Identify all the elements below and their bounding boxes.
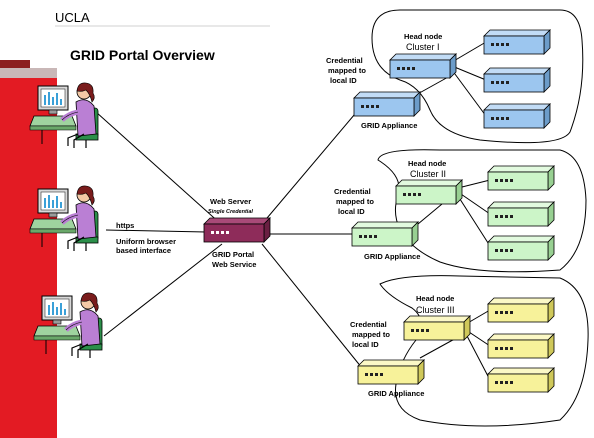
link-user2-portal xyxy=(105,229,207,233)
link-head1-node1 xyxy=(451,41,487,63)
grid-appliance-1 xyxy=(353,91,421,117)
link-head1-node3 xyxy=(451,69,487,117)
compute-node-2a xyxy=(487,165,555,191)
credential-1-line3: local ID xyxy=(330,76,357,85)
credential-3-line1: Credential xyxy=(350,320,387,329)
compute-node-3c xyxy=(487,367,555,393)
compute-node-1c xyxy=(483,103,551,129)
https-label: https xyxy=(116,221,134,230)
credential-3-line3: local ID xyxy=(352,340,379,349)
browser-interface-line1: Uniform browser xyxy=(116,237,176,246)
compute-node-2b xyxy=(487,201,555,227)
credential-1-line1: Credential xyxy=(326,56,363,65)
link-user3-portal xyxy=(103,243,223,337)
head-node-1-label: Head node xyxy=(404,32,442,41)
cluster-3-boundary xyxy=(379,275,589,427)
gray-accent-bar xyxy=(0,68,57,78)
browser-interface-line2: based interface xyxy=(116,246,171,255)
head-node-2 xyxy=(395,179,463,205)
grid-appliance-2 xyxy=(351,221,419,247)
link-head2-node3 xyxy=(457,195,491,247)
compute-node-1a xyxy=(483,29,551,55)
grid-appliance-1-label: GRID Appliance xyxy=(361,121,417,130)
credential-1-line2: mapped to xyxy=(328,66,366,75)
red-sidebar-bar xyxy=(0,78,57,438)
link-user1-portal xyxy=(95,111,223,226)
grid-appliance-3 xyxy=(357,359,425,385)
grid-portal-label: GRID Portal xyxy=(212,250,254,259)
head-node-3 xyxy=(403,315,471,341)
head-node-3-label: Head node xyxy=(416,294,454,303)
link-portal-appliance1 xyxy=(261,107,361,225)
link-portal-appliance3 xyxy=(261,243,363,369)
link-head1-node2 xyxy=(451,65,487,81)
cluster-1-name: Cluster I xyxy=(406,42,440,52)
credential-2-line2: mapped to xyxy=(336,197,374,206)
credential-2-line1: Credential xyxy=(334,187,371,196)
web-service-label: Web Service xyxy=(212,260,256,269)
compute-node-1b xyxy=(483,67,551,93)
credential-2-line3: local ID xyxy=(338,207,365,216)
compute-node-3b xyxy=(487,333,555,359)
ucla-label: UCLA xyxy=(55,10,90,25)
network-connections xyxy=(95,41,491,381)
grid-appliance-2-label: GRID Appliance xyxy=(364,252,420,261)
link-head3-node3 xyxy=(465,333,491,381)
single-credential-label: Single Credential xyxy=(208,209,253,215)
head-node-2-label: Head node xyxy=(408,159,446,168)
cluster-1-boundary xyxy=(371,9,584,144)
cluster-3-name: Cluster III xyxy=(416,305,455,315)
portal-server xyxy=(203,217,271,243)
head-node-1 xyxy=(389,53,457,79)
grid-appliance-3-label: GRID Appliance xyxy=(368,389,424,398)
dark-accent-bar xyxy=(0,60,30,68)
cluster-2-name: Cluster II xyxy=(410,169,446,179)
page-title: GRID Portal Overview xyxy=(70,47,215,63)
link-appliance2-head2 xyxy=(417,203,443,225)
compute-node-3a xyxy=(487,297,555,323)
web-server-label: Web Server xyxy=(210,197,251,206)
link-head2-node1 xyxy=(457,179,491,189)
compute-node-2c xyxy=(487,235,555,261)
credential-3-line2: mapped to xyxy=(352,330,390,339)
link-head2-node2 xyxy=(457,191,491,215)
